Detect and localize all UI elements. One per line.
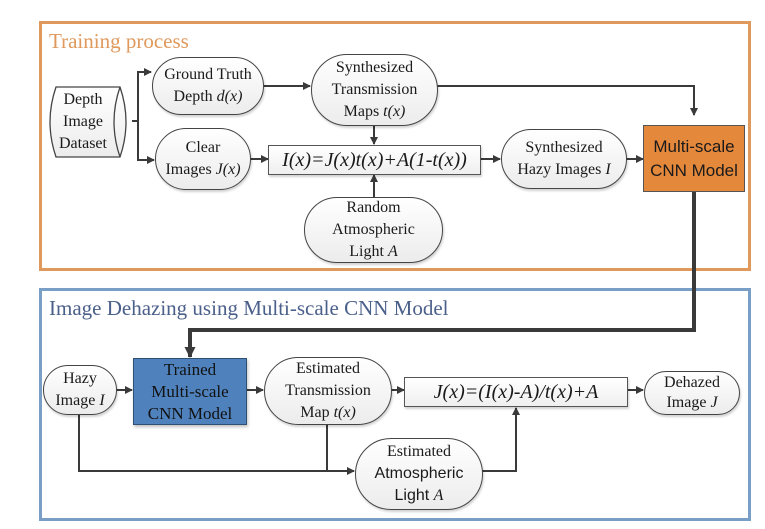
dataset-line-3: Dataset	[59, 135, 107, 152]
est-transmission-line-1: Estimated	[296, 360, 360, 377]
synthesized-hazy-images-node: Synthesized Hazy Images I	[501, 129, 627, 189]
random-light-line-2: Atmospheric	[332, 221, 415, 238]
dehazed-line-1: Dehazed	[664, 374, 720, 391]
depth-variable: d(x)	[216, 88, 243, 105]
transmission-variable: t(x)	[383, 103, 406, 120]
hazy-images-variable: I	[605, 161, 611, 178]
estimated-transmission-node: Estimated Transmission Map t(x)	[264, 357, 392, 425]
dehazed-variable: J	[710, 394, 718, 411]
trained-cnn-line-1: Trained	[163, 359, 217, 379]
cnn-line-2: CNN Model	[650, 160, 738, 180]
dehazed-image-output-node: Dehazed Image J	[644, 371, 740, 415]
haze-model-equation-box: I(x)=J(x)t(x)+A(1-t(x))	[268, 145, 481, 175]
dataset-line-1: Depth	[63, 91, 103, 108]
clear-images-node: Clear Images J(x)	[155, 128, 251, 190]
est-light-line-1: Estimated	[387, 443, 451, 460]
multiscale-cnn-model-node: Multi-scale CNN Model	[643, 125, 745, 192]
transmission-line-3: Maps	[343, 103, 384, 120]
hazy-images-line-1: Synthesized	[525, 139, 603, 156]
hazy-images-line-2: Hazy Images	[517, 161, 606, 178]
trained-cnn-line-2: Multi-scale	[151, 381, 229, 401]
ground-truth-depth-node: Ground Truth Depth d(x)	[152, 57, 264, 115]
est-light-line-2: Atmospheric	[374, 465, 464, 482]
hazy-image-line-2: Image	[55, 392, 100, 409]
random-light-line-1: Random	[346, 199, 401, 216]
dehazed-line-2: Image	[666, 394, 711, 411]
est-transmission-line-2: Transmission	[285, 382, 371, 399]
random-atmospheric-light-node: Random Atmospheric Light A	[304, 197, 443, 263]
depth-image-dataset-node: Depth Image Dataset	[42, 86, 134, 158]
recovery-equation-box: J(x)=(I(x)-A)/t(x)+A	[404, 377, 628, 407]
est-light-line-3: Light	[394, 487, 434, 504]
hazy-image-input-node: Hazy Image I	[43, 365, 117, 415]
trained-cnn-line-3: CNN Model	[147, 403, 233, 423]
ground-truth-line-2: Depth	[173, 88, 217, 105]
hazy-image-variable: I	[99, 392, 105, 409]
random-light-line-3: Light	[349, 243, 388, 260]
clear-images-line-1: Clear	[185, 139, 221, 156]
clear-image-variable: J(x)	[215, 161, 241, 178]
ground-truth-line-1: Ground Truth	[164, 66, 252, 83]
transmission-line-2: Transmission	[331, 81, 418, 98]
random-light-variable: A	[387, 243, 398, 260]
est-transmission-variable: t(x)	[333, 404, 356, 421]
training-panel-title: Training process	[49, 29, 189, 53]
cylinder-shape-icon	[49, 86, 127, 158]
hazy-image-line-1: Hazy	[63, 370, 97, 387]
est-transmission-line-3: Map	[300, 404, 334, 421]
transmission-line-1: Synthesized	[335, 59, 414, 76]
dehazing-panel-title: Image Dehazing using Multi-scale CNN Mod…	[49, 296, 449, 320]
trained-cnn-model-node: Trained Multi-scale CNN Model	[133, 358, 247, 425]
est-light-variable: A	[433, 487, 444, 504]
dataset-line-2: Image	[63, 113, 103, 130]
estimated-atmospheric-light-node: Estimated Atmospheric Light A	[355, 438, 483, 510]
clear-images-line-2: Images	[165, 161, 216, 178]
synthesized-transmission-node: Synthesized Transmission Maps t(x)	[311, 54, 438, 126]
recovery-equation: J(x)=(I(x)-A)/t(x)+A	[433, 381, 599, 403]
cnn-line-1: Multi-scale	[653, 136, 735, 156]
haze-model-equation: I(x)=J(x)t(x)+A(1-t(x))	[282, 149, 467, 171]
